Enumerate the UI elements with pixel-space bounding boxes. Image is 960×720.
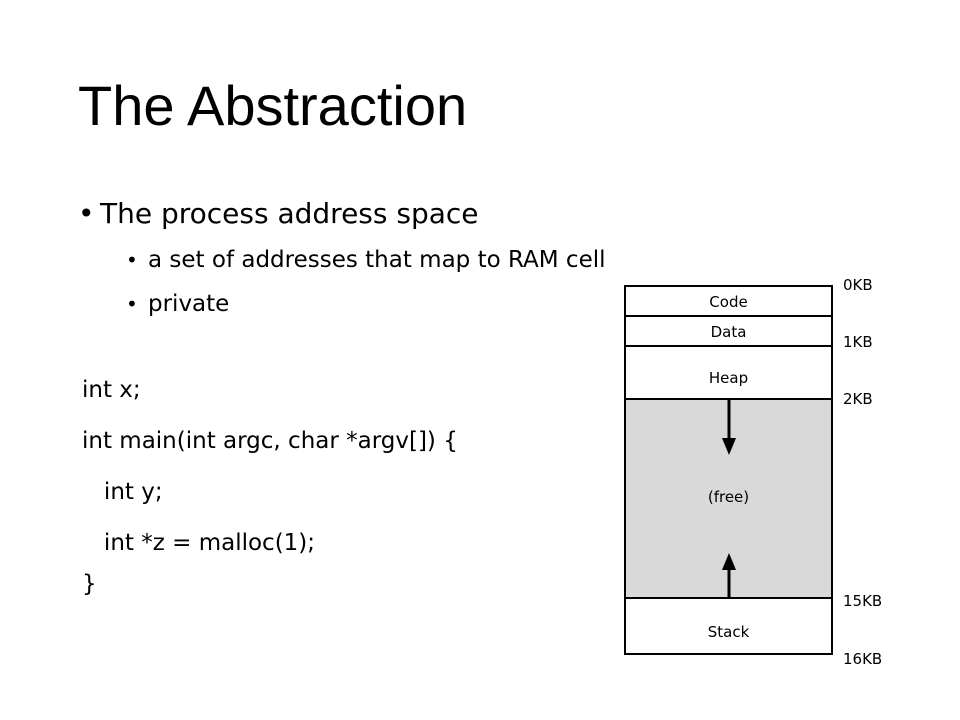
code-line: int y; (82, 479, 163, 505)
address-label: 15KB (843, 592, 883, 610)
segment-label: Stack (707, 623, 750, 641)
address-label: 0KB (843, 276, 873, 294)
address-label: 16KB (843, 650, 883, 668)
bullet-main-text: The process address space (100, 197, 479, 230)
bullet-dot-icon: • (78, 197, 95, 230)
stack-growth-arrow-icon (722, 553, 736, 597)
address-label: 1KB (843, 333, 873, 351)
bullet-dot-icon: • (126, 248, 138, 272)
bullet-dot-icon: • (126, 292, 138, 316)
bullet-sub-text: a set of addresses that map to RAM cell (148, 247, 606, 273)
code-line: int x; (82, 377, 141, 403)
heap-growth-arrow-icon (722, 398, 736, 455)
code-line: } (82, 571, 97, 597)
segment-code: Code (624, 285, 833, 317)
code-line: int main(int argc, char *argv[]) { (82, 428, 458, 454)
bullet-sub-text: private (148, 291, 230, 317)
segment-label: (free) (707, 488, 750, 506)
segment-heap: Heap (624, 345, 833, 400)
segment-label: Data (710, 323, 747, 341)
segment-label: Heap (708, 369, 749, 387)
segment-stack: Stack (624, 597, 833, 655)
slide-title: The Abstraction (78, 74, 468, 137)
segment-label: Code (709, 293, 748, 311)
address-label: 2KB (843, 390, 873, 408)
code-line: int *z = malloc(1); (82, 530, 316, 556)
